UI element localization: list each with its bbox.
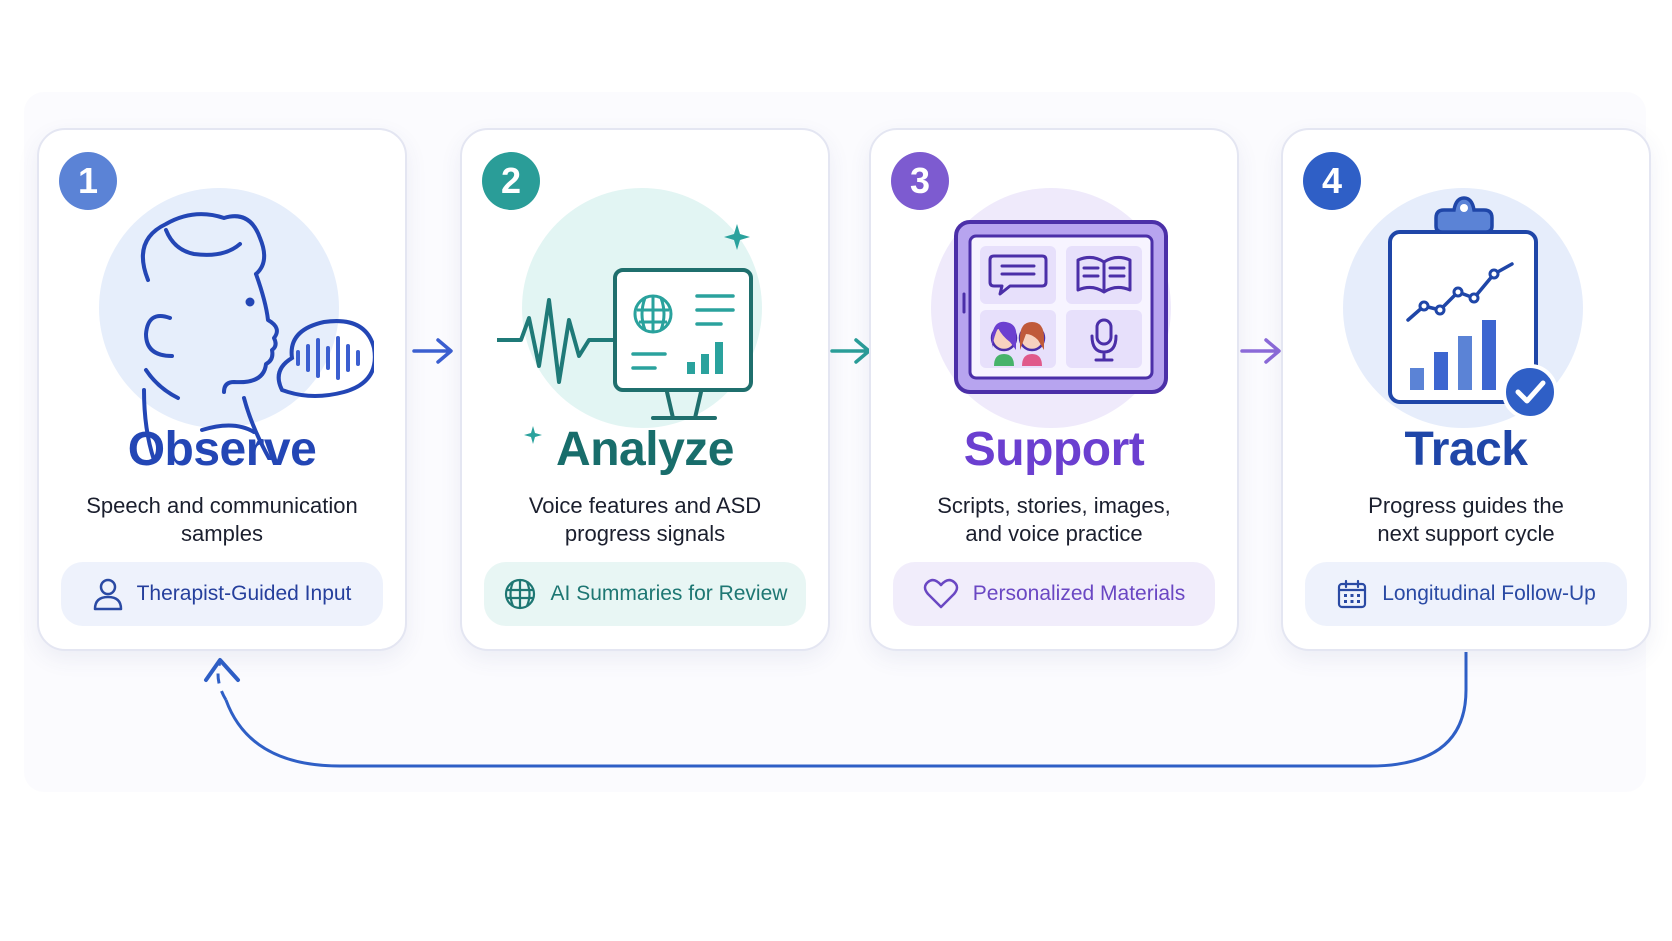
calendar-icon xyxy=(1338,579,1367,609)
step-tag-label: Therapist-Guided Input xyxy=(136,582,352,605)
step-description: Speech and communication samples xyxy=(59,492,385,548)
step-description-line: next support cycle xyxy=(1377,521,1555,546)
step-number-badge: 4 xyxy=(1303,152,1361,210)
step-title: Observe xyxy=(127,423,317,476)
step-description-line: Voice features and ASD xyxy=(528,493,762,518)
heart-icon xyxy=(923,578,959,609)
step-description-line: and voice practice xyxy=(965,521,1143,546)
step-description: Progress guides the next support cycle xyxy=(1303,492,1629,548)
step-tag-label: AI Summaries for Review xyxy=(550,582,788,605)
step-tag-pill[interactable]: Therapist-Guided Input xyxy=(61,562,383,626)
step-title: Analyze xyxy=(556,423,734,476)
step-tag-label: Longitudinal Follow-Up xyxy=(1382,582,1596,605)
step-card-observe: 1 Observe Speech and communicatio xyxy=(37,128,407,651)
step-description-line: progress signals xyxy=(564,521,726,546)
step-title: Support xyxy=(963,423,1145,476)
arrow-right-icon xyxy=(1240,338,1281,364)
step-card-track: 4 Track Progress guides the next support… xyxy=(1281,128,1651,651)
step-tag-pill[interactable]: Longitudinal Follow-Up xyxy=(1305,562,1627,626)
step-tag-pill[interactable]: Personalized Materials xyxy=(893,562,1215,626)
step-description-line: Scripts, stories, images, xyxy=(937,493,1171,518)
step-card-support: 3 Support Scripts, stories, images, and … xyxy=(869,128,1239,651)
tablet-materials-icon xyxy=(954,220,1168,394)
step-title: Track xyxy=(1404,423,1528,476)
clipboard-chart-icon xyxy=(1388,196,1558,420)
step-card-analyze: 2 Analyze Voice features and ASD progres… xyxy=(460,128,830,651)
step-number-badge: 3 xyxy=(891,152,949,210)
step-description-line: Progress guides the xyxy=(1368,493,1564,518)
step-tag-label: Personalized Materials xyxy=(972,582,1186,605)
brain-icon xyxy=(504,578,535,610)
step-number-badge: 2 xyxy=(482,152,540,210)
step-description: Scripts, stories, images, and voice prac… xyxy=(891,492,1217,548)
child-speaking-icon xyxy=(140,212,374,460)
step-number-badge: 1 xyxy=(59,152,117,210)
illustration-halo xyxy=(99,188,339,428)
arrow-right-icon xyxy=(412,338,453,364)
step-tag-pill[interactable]: AI Summaries for Review xyxy=(484,562,806,626)
step-description: Voice features and ASD progress signals xyxy=(482,492,808,548)
person-icon xyxy=(93,578,122,611)
step-description-line: Speech and communication samples xyxy=(86,493,358,546)
waveform-monitor-icon xyxy=(497,224,753,444)
